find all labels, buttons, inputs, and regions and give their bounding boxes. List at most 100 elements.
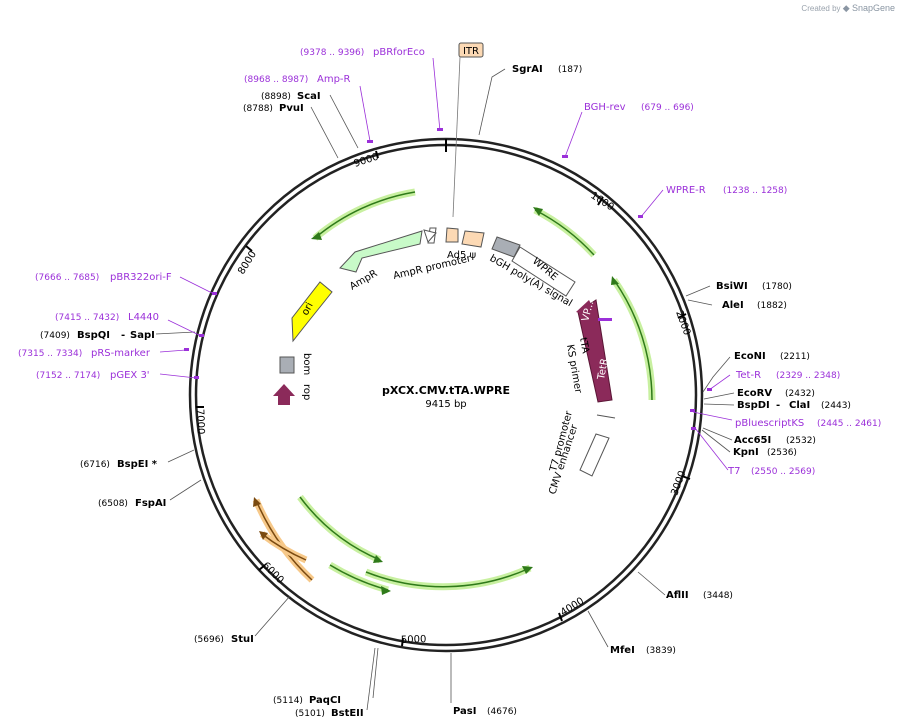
feature-itr-inner <box>445 227 459 243</box>
created-by-text: Created by <box>801 4 841 13</box>
feature-rop <box>273 384 295 405</box>
feature-ampr <box>339 230 423 273</box>
label-ad5: Ad5 ψ <box>447 250 477 261</box>
label-ampr: AmpR <box>348 268 379 292</box>
label-vp: VP... <box>580 300 596 323</box>
primer-pbluescriptks-pos: (2445 .. 2461) <box>817 419 881 429</box>
enzyme-stui-pos: (5696) <box>194 635 224 645</box>
enzyme-paqci: PaqCI <box>309 695 341 706</box>
enzyme-mfei: MfeI <box>610 645 635 656</box>
feature-bom <box>279 356 295 374</box>
enzyme-bsteii-pos: (5101) <box>295 709 325 719</box>
primer-tet-r: Tet-R <box>735 370 761 381</box>
enzyme-alei: AleI <box>722 300 744 311</box>
plasmid-name: pXCX.CMV.tTA.WPRE <box>382 384 510 397</box>
tick-1000: 1000 <box>588 190 615 213</box>
plasmid-size: 9415 bp <box>425 399 466 410</box>
feature-ad5-psi <box>461 230 485 248</box>
enzyme-econi: EcoNI <box>734 351 766 362</box>
tick-7000: 7000 <box>194 409 206 435</box>
feature-wpre <box>511 246 576 297</box>
enzyme-clai: ClaI <box>789 400 810 411</box>
enzyme-kpni: KpnI <box>733 447 759 458</box>
label-ampr-promoter: AmpR promoter <box>392 253 473 282</box>
label-tetr: TetR <box>596 357 611 381</box>
enzyme-acc65i: Acc65I <box>734 435 771 446</box>
primer-ampr-pos: (8968 .. 8987) <box>244 75 308 85</box>
enzyme-alei-pos: (1882) <box>757 301 787 311</box>
feature-t7-line <box>596 414 616 419</box>
enzyme-stui: StuI <box>231 634 254 645</box>
enzyme-pasi: PasI <box>453 706 476 717</box>
enzyme-kpni-pos: (2536) <box>767 448 797 458</box>
enzyme-bsiwi: BsiWI <box>716 281 748 292</box>
primer-pbr322ori-f: pBR322ori-F <box>110 272 172 283</box>
label-bom: bom <box>301 353 312 375</box>
enzyme-bsiwi-pos: (1780) <box>762 282 792 292</box>
primer-t7: T7 <box>727 466 740 477</box>
feature-ampr-promoter <box>423 229 437 243</box>
tick-5000: 5000 <box>401 634 427 646</box>
enzyme-aflii: AflII <box>666 590 689 601</box>
label-rop: rop <box>301 384 312 400</box>
label-ori: ori <box>300 301 316 318</box>
primer-l4440: L4440 <box>128 312 159 323</box>
primer-pbrforeco-pos: (9378 .. 9396) <box>300 48 364 58</box>
itr-box <box>458 42 484 58</box>
enzyme-pvui-pos: (8788) <box>243 104 273 114</box>
orf-arc-4 <box>297 494 382 564</box>
primer-leaders <box>159 57 733 471</box>
primer-pgex3-pos: (7152 .. 7174) <box>36 371 100 381</box>
enzyme-pasi-pos: (4676) <box>487 707 517 717</box>
enzyme-mfei-pos: (3839) <box>646 646 676 656</box>
primer-bgh-rev-pos: (679 .. 696) <box>641 103 694 113</box>
snapgene-logo-icon: ◆ <box>842 3 850 13</box>
orf-arc-8 <box>259 531 308 564</box>
enzyme-bspqi: BspQI <box>77 330 110 341</box>
enzyme-ecorv: EcoRV <box>737 388 772 399</box>
primer-pbrforeco: pBRforEco <box>373 47 425 58</box>
primer-ampr: Amp-R <box>317 74 351 85</box>
enzyme-bspei-pos: (6716) <box>80 460 110 470</box>
primer-prs-marker-pos: (7315 .. 7334) <box>18 349 82 359</box>
enzyme-econi-pos: (2211) <box>780 352 810 362</box>
snapgene-brand: SnapGene <box>851 3 895 13</box>
primer-wpre-r-pos: (1238 .. 1258) <box>723 186 787 196</box>
enzyme-bspdi-sep: - <box>776 400 780 411</box>
primer-prs-marker: pRS-marker <box>91 348 151 359</box>
label-tta: tTA <box>577 337 591 355</box>
feature-vp-arrow <box>576 300 598 318</box>
enzyme-fspai: FspAI <box>135 498 166 509</box>
scale-ticks <box>196 150 691 647</box>
attribution: Created by ◆ SnapGene <box>801 3 895 14</box>
tick-4000: 4000 <box>559 596 586 619</box>
label-itr: ITR <box>463 46 479 57</box>
primer-marks <box>184 128 712 430</box>
primer-pbluescriptks: pBluescriptKS <box>735 418 804 429</box>
feature-cmv-enhancer <box>579 433 610 477</box>
enzyme-acc65i-pos: (2532) <box>786 436 816 446</box>
orf-arcs <box>252 188 656 595</box>
orf-arc-1 <box>533 206 597 258</box>
primer-bgh-rev: BGH-rev <box>584 102 626 113</box>
primer-t7-pos: (2550 .. 2569) <box>751 467 815 477</box>
primer-tet-r-pos: (2329 .. 2348) <box>776 371 840 381</box>
enzyme-bspdi-pos: (2443) <box>821 401 851 411</box>
enzyme-leaders <box>155 68 735 711</box>
enzyme-pvui: PvuI <box>279 103 304 114</box>
enzyme-aflii-pos: (3448) <box>703 591 733 601</box>
primer-pgex3: pGEX 3' <box>110 370 150 381</box>
enzyme-fspai-pos: (6508) <box>98 499 128 509</box>
feature-ori <box>291 281 333 343</box>
enzyme-bspei: BspEI * <box>117 459 158 470</box>
features <box>273 227 616 477</box>
enzyme-scai-pos: (8898) <box>261 92 291 102</box>
enzyme-bsteii: BstEII <box>331 708 364 719</box>
enzyme-scai: ScaI <box>297 91 321 102</box>
enzyme-ecorv-pos: (2432) <box>785 389 815 399</box>
enzyme-bspdi: BspDI <box>737 400 770 411</box>
primer-wpre-r: WPRE-R <box>666 185 706 196</box>
enzyme-sgrai: SgrAI <box>512 64 543 75</box>
enzyme-bspqi-sep: - <box>121 330 125 341</box>
